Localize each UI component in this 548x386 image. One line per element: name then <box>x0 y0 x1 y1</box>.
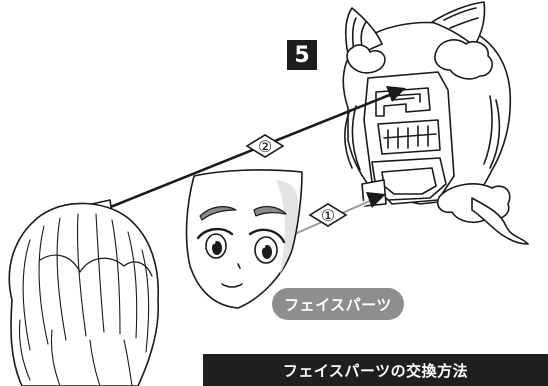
marker-2-label: ② <box>258 137 272 156</box>
arrow-line-2 <box>107 92 393 210</box>
mount-ridge-lines <box>383 125 437 149</box>
marker-2: ② <box>245 134 285 158</box>
face-plate-outline <box>185 169 303 309</box>
right-eyebrow <box>253 205 287 217</box>
marker-2-diamond <box>245 134 285 158</box>
face-plate <box>185 169 303 309</box>
arrow-head-2 <box>386 86 406 102</box>
hair-outline <box>8 202 160 386</box>
left-pupil <box>212 241 222 255</box>
step-number-badge: 5 <box>287 40 317 70</box>
face-plate-shadow <box>276 180 299 274</box>
arrow-head-1 <box>366 192 386 208</box>
marker-1: ① <box>308 203 348 227</box>
left-eye-highlight <box>210 239 216 245</box>
hair-strands <box>18 213 150 386</box>
right-pupil <box>262 245 272 259</box>
right-ear-fur <box>443 7 479 29</box>
tail <box>471 197 529 245</box>
section-title-bar: フェイスパーツの交換方法 <box>203 354 548 386</box>
head-assembly <box>342 1 529 245</box>
side-hair <box>344 95 501 171</box>
right-eye-highlight <box>260 243 266 249</box>
mount-socket-inner <box>381 167 437 195</box>
hair-part <box>8 199 160 386</box>
mouth <box>221 283 243 288</box>
nose <box>237 263 241 269</box>
ear-tuft-left <box>346 44 386 74</box>
left-eye-upper <box>196 227 234 240</box>
hair-bangs <box>39 254 153 277</box>
marker-1-diamond <box>308 203 348 227</box>
right-eye-upper <box>248 228 286 244</box>
marker-1-label: ① <box>321 206 335 225</box>
ear-tuft-right <box>434 39 493 80</box>
face-part-label: フェイスパーツ <box>272 288 404 320</box>
mount-ridges <box>377 119 441 155</box>
left-eyebrow <box>199 206 237 221</box>
